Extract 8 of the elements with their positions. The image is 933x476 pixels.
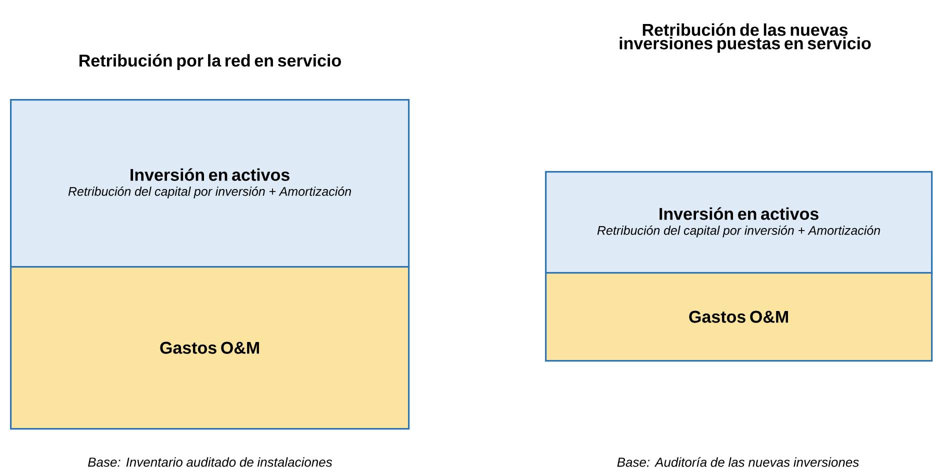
column-heading: Retribución de las nuevas inversiones puestas en servicio bbox=[620, 23, 871, 53]
cost-box: Gastos O&M bbox=[10, 266, 410, 430]
cost-box: Inversión en activos Retribución del capital por inversión + Amortización bbox=[10, 99, 410, 268]
cost-box: Inversión en activos Retribución del capital por inversión + Amortización bbox=[545, 171, 933, 274]
source-note: Base: Inventario auditado de instalaciones bbox=[88, 457, 332, 467]
column-heading: Retribución por la red en servicio bbox=[80, 54, 341, 70]
cost-box: Gastos O&M bbox=[545, 272, 933, 362]
source-note: Base: Auditoría de las nuevas inversiones bbox=[617, 457, 859, 467]
